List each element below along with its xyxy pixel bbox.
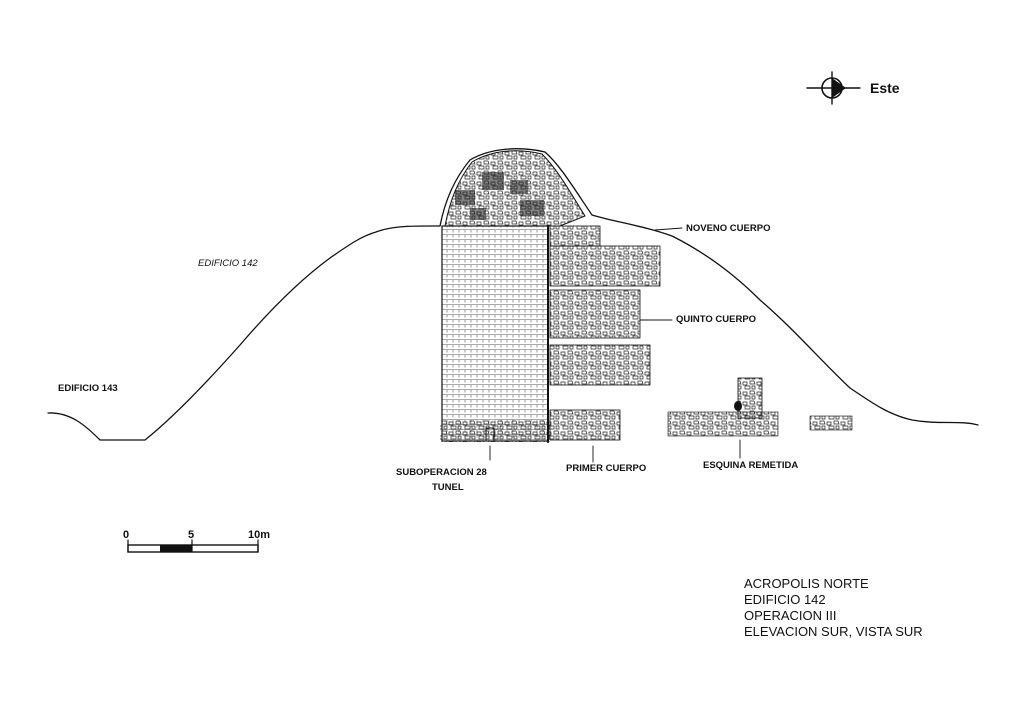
label-tunel: TUNEL bbox=[432, 482, 464, 493]
compass-label: Este bbox=[870, 80, 900, 96]
title-line-3: OPERACION III bbox=[744, 608, 836, 623]
mound-profile bbox=[47, 148, 979, 441]
stepped-bodies bbox=[547, 225, 661, 443]
scale-tick-0: 0 bbox=[123, 529, 129, 541]
leader-lines bbox=[489, 227, 741, 463]
label-edificio-142: EDIFICIO 142 bbox=[198, 258, 258, 269]
title-line-1: ACROPOLIS NORTE bbox=[744, 576, 869, 591]
esquina-remetida-masonry bbox=[667, 377, 853, 437]
tunnel-shaft bbox=[441, 225, 549, 442]
title-line-2: EDIFICIO 142 bbox=[744, 592, 826, 607]
label-suboperacion: SUBOPERACION 28 bbox=[396, 467, 487, 478]
label-primer-cuerpo: PRIMER CUERPO bbox=[566, 463, 646, 474]
scale-bar bbox=[127, 539, 259, 553]
label-quinto-cuerpo: QUINTO CUERPO bbox=[676, 314, 756, 325]
scale-tick-10m: 10m bbox=[248, 529, 270, 541]
compass-rose-icon bbox=[806, 71, 861, 105]
label-esquina-remetida: ESQUINA REMETIDA bbox=[703, 460, 798, 471]
title-line-4: ELEVACION SUR, VISTA SUR bbox=[744, 624, 923, 639]
label-noveno-cuerpo: NOVENO CUERPO bbox=[686, 223, 770, 234]
label-edificio-143: EDIFICIO 143 bbox=[58, 383, 118, 394]
scale-tick-5: 5 bbox=[188, 529, 194, 541]
